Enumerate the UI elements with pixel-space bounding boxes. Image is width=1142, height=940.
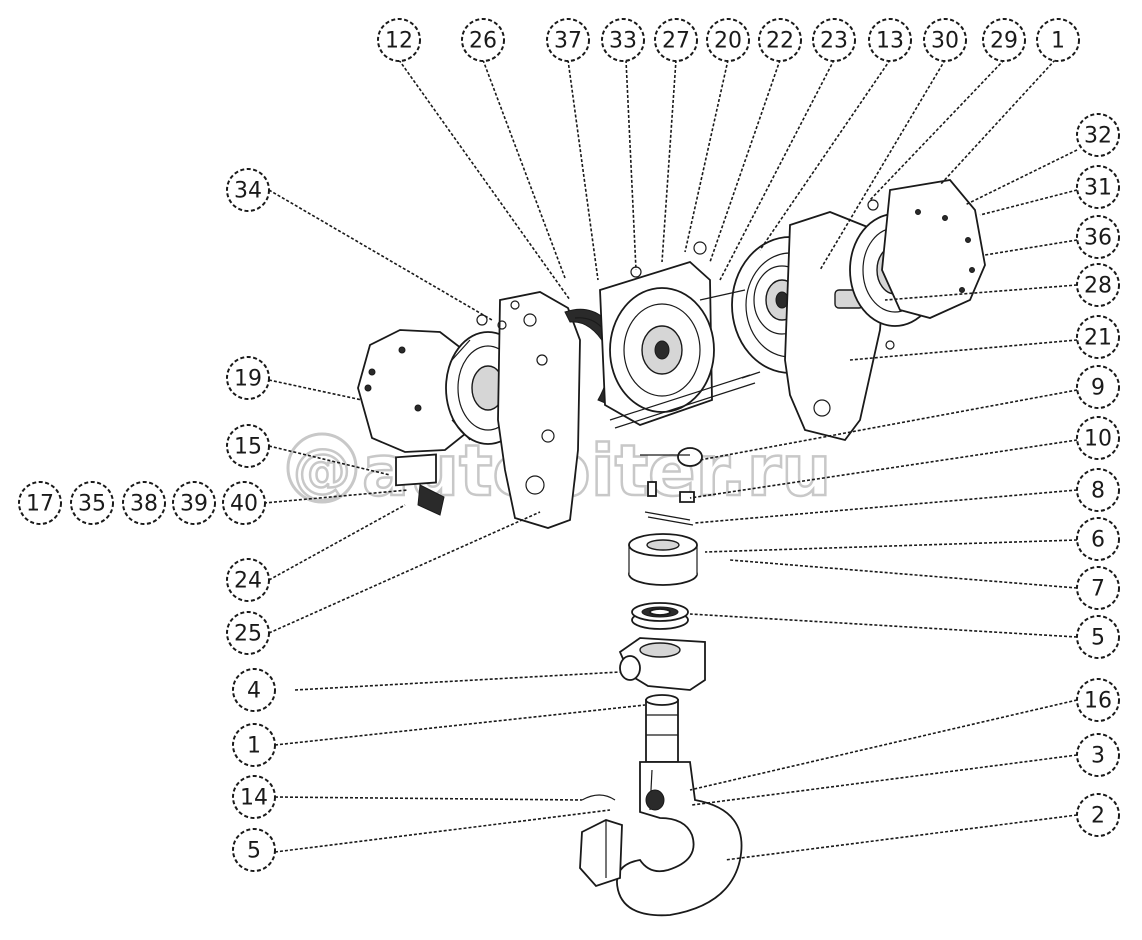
svg-text:24: 24	[234, 569, 262, 594]
callout-3: 3	[1076, 733, 1120, 777]
svg-text:1: 1	[247, 734, 261, 759]
callout-24: 24	[226, 558, 270, 602]
callout-37: 37	[546, 18, 590, 62]
callout-16: 16	[1076, 678, 1120, 722]
callout-34: 34	[226, 168, 270, 212]
callout-31: 31	[1076, 165, 1120, 209]
callout-5-lower: 5	[232, 828, 276, 872]
svg-text:29: 29	[990, 29, 1018, 54]
svg-text:36: 36	[1084, 226, 1112, 251]
callout-10: 10	[1076, 416, 1120, 460]
svg-text:17: 17	[26, 492, 54, 517]
callout-36: 36	[1076, 215, 1120, 259]
svg-text:9: 9	[1091, 376, 1105, 401]
svg-text:30: 30	[931, 29, 959, 54]
svg-text:28: 28	[1084, 274, 1112, 299]
svg-text:14: 14	[240, 786, 268, 811]
svg-text:22: 22	[766, 29, 794, 54]
callout-35: 35	[70, 481, 114, 525]
callout-26: 26	[461, 18, 505, 62]
svg-text:37: 37	[554, 29, 582, 54]
svg-text:4: 4	[247, 679, 261, 704]
callout-5-right: 5	[1076, 615, 1120, 659]
leader-lines	[263, 59, 1078, 861]
callout-29: 29	[982, 18, 1026, 62]
callout-14: 14	[232, 775, 276, 819]
watermark-mark: @	[293, 436, 351, 504]
svg-text:1: 1	[1051, 29, 1065, 54]
svg-text:35: 35	[78, 492, 106, 517]
callout-balloons: 12 26 37 33 27 20 22 23 13 30 29 1 32 31…	[18, 18, 1120, 872]
callout-1-top: 1	[1036, 18, 1080, 62]
svg-text:23: 23	[820, 29, 848, 54]
callout-2: 2	[1076, 793, 1120, 837]
svg-text:20: 20	[714, 29, 742, 54]
svg-text:15: 15	[234, 435, 262, 460]
callout-40: 40	[222, 481, 266, 525]
svg-text:31: 31	[1084, 176, 1112, 201]
svg-text:39: 39	[180, 492, 208, 517]
callout-21: 21	[1076, 315, 1120, 359]
callout-19: 19	[226, 356, 270, 400]
svg-text:16: 16	[1084, 689, 1112, 714]
callout-33: 33	[601, 18, 645, 62]
callout-17: 17	[18, 481, 62, 525]
callout-25: 25	[226, 611, 270, 655]
callout-8: 8	[1076, 468, 1120, 512]
svg-text:6: 6	[1091, 528, 1105, 553]
callout-1-lower: 1	[232, 723, 276, 767]
svg-text:5: 5	[1091, 626, 1105, 651]
svg-text:3: 3	[1091, 744, 1105, 769]
callout-6: 6	[1076, 517, 1120, 561]
svg-text:33: 33	[609, 29, 637, 54]
svg-text:7: 7	[1091, 577, 1105, 602]
svg-text:25: 25	[234, 622, 262, 647]
svg-text:34: 34	[234, 179, 262, 204]
svg-text:21: 21	[1084, 326, 1112, 351]
svg-text:40: 40	[230, 492, 258, 517]
callout-9: 9	[1076, 365, 1120, 409]
svg-text:26: 26	[469, 29, 497, 54]
callout-7: 7	[1076, 566, 1120, 610]
svg-text:8: 8	[1091, 479, 1105, 504]
callout-30: 30	[923, 18, 967, 62]
callout-12: 12	[377, 18, 421, 62]
svg-text:19: 19	[234, 367, 262, 392]
svg-text:10: 10	[1084, 427, 1112, 452]
svg-text:27: 27	[662, 29, 690, 54]
svg-text:12: 12	[385, 29, 413, 54]
callout-23: 23	[812, 18, 856, 62]
svg-text:38: 38	[130, 492, 158, 517]
hoist-parts-drawing	[357, 179, 986, 917]
callout-28: 28	[1076, 263, 1120, 307]
callout-27: 27	[654, 18, 698, 62]
svg-text:2: 2	[1091, 804, 1105, 829]
callout-32: 32	[1076, 113, 1120, 157]
callout-13: 13	[868, 18, 912, 62]
callout-22: 22	[758, 18, 802, 62]
svg-text:13: 13	[876, 29, 904, 54]
callout-15-upper: 15	[226, 424, 270, 468]
callout-4: 4	[232, 668, 276, 712]
svg-text:5: 5	[247, 839, 261, 864]
callout-38: 38	[122, 481, 166, 525]
callout-20: 20	[706, 18, 750, 62]
callout-39: 39	[172, 481, 216, 525]
svg-text:32: 32	[1084, 124, 1112, 149]
